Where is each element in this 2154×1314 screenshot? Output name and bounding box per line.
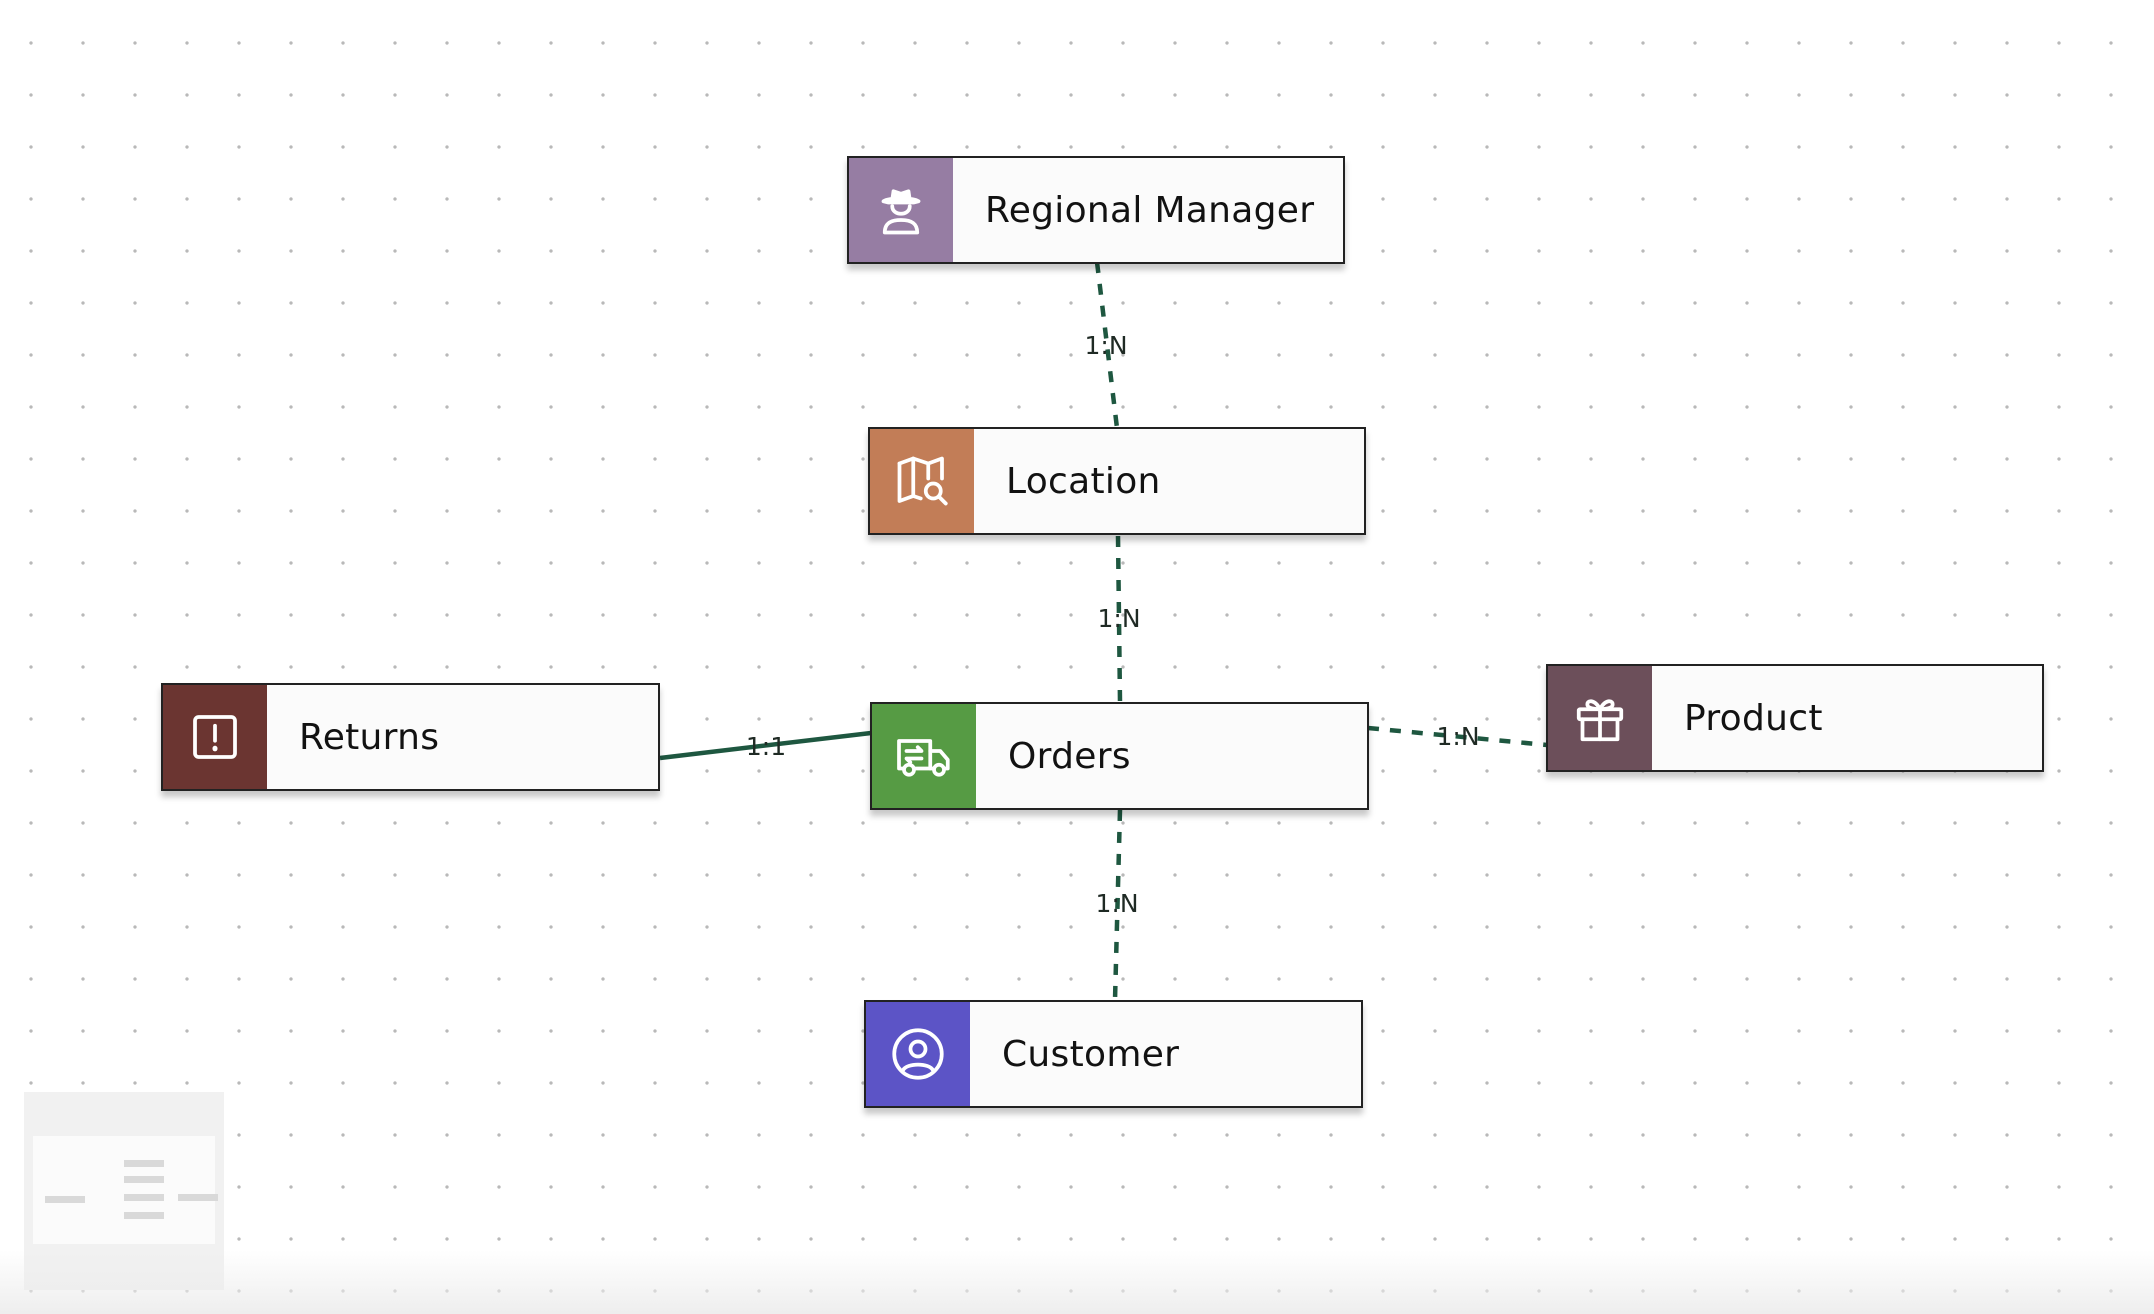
entity-icon-tile [866,1002,970,1106]
entity-returns[interactable]: Returns [161,683,660,791]
entity-icon-tile [849,158,953,262]
edge-label-returns-orders: 1:1 [746,732,786,761]
minimap-viewport[interactable] [33,1136,218,1244]
edge-label-orders-product: 1:N [1436,722,1479,751]
entity-label: Location [1006,460,1161,502]
entity-icon-tile [870,429,974,533]
edge-line-location-orders[interactable] [1115,535,1123,703]
entity-label: Orders [1008,735,1131,777]
edge-line-orders-product[interactable] [1367,725,1548,748]
minimap-node [124,1194,164,1201]
edge-line-regional-manager-location[interactable] [1094,261,1120,429]
minimap-node [124,1160,164,1167]
entity-customer[interactable]: Customer [864,1000,1363,1108]
edge-line-orders-customer[interactable] [1112,809,1123,1001]
entity-icon-tile [872,704,976,808]
entity-regional-manager[interactable]: Regional Manager [847,156,1345,264]
entity-icon-tile [1548,666,1652,770]
manager-icon [881,189,921,235]
entity-orders[interactable]: Orders [870,702,1369,810]
map-search-icon [897,456,948,506]
edge-label-regional-manager-location: 1:N [1084,331,1127,360]
entity-location[interactable]: Location [868,427,1366,535]
alert-square-icon [193,715,237,759]
edge-label-location-orders: 1:N [1097,604,1140,633]
edge-line-returns-orders[interactable] [659,730,872,761]
entity-label: Customer [1002,1033,1180,1075]
entity-icon-tile [163,685,267,789]
entity-label: Regional Manager [985,189,1315,231]
minimap-node [124,1212,164,1219]
edge-label-orders-customer: 1:N [1095,889,1138,918]
minimap-node [124,1176,164,1183]
entity-label: Product [1684,697,1823,739]
entity-product[interactable]: Product [1546,664,2044,772]
canvas-bottom-fade [0,1250,2154,1314]
entity-label: Returns [299,716,440,758]
gift-icon [1576,699,1624,742]
delivery-truck-icon [897,739,950,777]
user-circle-icon [892,1028,944,1080]
minimap-node [45,1196,85,1203]
minimap-node [178,1194,218,1201]
